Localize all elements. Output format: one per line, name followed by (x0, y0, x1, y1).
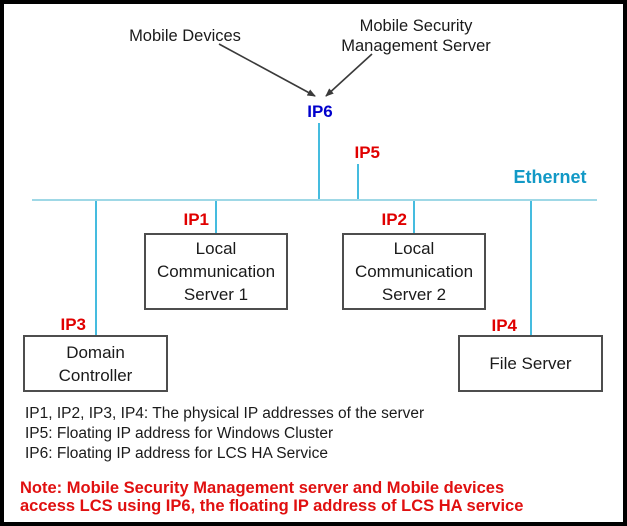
domain-controller-label-line2: Controller (58, 365, 133, 385)
domain-controller-drop-line (95, 201, 97, 335)
lcs1-label-line2: Communication (156, 262, 276, 281)
ip6-label: IP6 (307, 102, 333, 121)
lcs2-label-line2: Communication (354, 262, 474, 281)
arrow-from-mobile-devices (218, 43, 316, 97)
annotation-arrows (218, 43, 373, 97)
file-server-label: File Server (489, 354, 572, 373)
ip-legend: IP1, IP2, IP3, IP4: The physical IP addr… (25, 404, 585, 464)
domain-controller-label-line1: Domain (66, 342, 125, 362)
domain-controller-node: Domain Controller (23, 335, 168, 392)
file-server-node: File Server (458, 335, 603, 392)
lcs1-label-line3: Server 1 (183, 285, 249, 304)
ip2-label: IP2 (381, 210, 407, 229)
lcs1-node: Local Communication Server 1 (144, 233, 288, 310)
note-line1: Note: Mobile Security Management server … (20, 479, 505, 497)
legend-line-ip5: IP5: Floating IP address for Windows Clu… (25, 425, 334, 442)
note-line2: access LCS using IP6, the floating IP ad… (20, 497, 524, 515)
lcs2-label-line3: Server 2 (381, 285, 447, 304)
legend-line-ip6: IP6: Floating IP address for LCS HA Serv… (25, 445, 328, 462)
note-text: Note: Mobile Security Management server … (20, 479, 610, 515)
mobile-security-management-server-label: Mobile Security Management Server (331, 16, 501, 56)
ip4-label: IP4 (491, 316, 517, 335)
ip5-label: IP5 (354, 143, 380, 162)
ip5-drop-line (357, 164, 359, 201)
arrow-from-msms (325, 53, 373, 97)
ip3-label: IP3 (60, 315, 86, 334)
lcs1-label-line1: Local (195, 239, 237, 258)
msms-label-line1: Mobile Security (359, 17, 473, 35)
lcs2-drop-line (413, 201, 415, 233)
mobile-devices-label: Mobile Devices (129, 27, 241, 45)
ip6-drop-line (318, 123, 320, 201)
msms-label-line2: Management Server (341, 37, 491, 55)
ip1-label: IP1 (183, 210, 209, 229)
lcs2-label-line1: Local (393, 239, 435, 258)
legend-line-physical-ips: IP1, IP2, IP3, IP4: The physical IP addr… (25, 405, 425, 422)
ethernet-bus-line (32, 199, 597, 201)
lcs2-node: Local Communication Server 2 (342, 233, 486, 310)
ethernet-label: Ethernet (513, 167, 587, 187)
lcs1-drop-line (215, 201, 217, 233)
file-server-drop-line (530, 201, 532, 335)
